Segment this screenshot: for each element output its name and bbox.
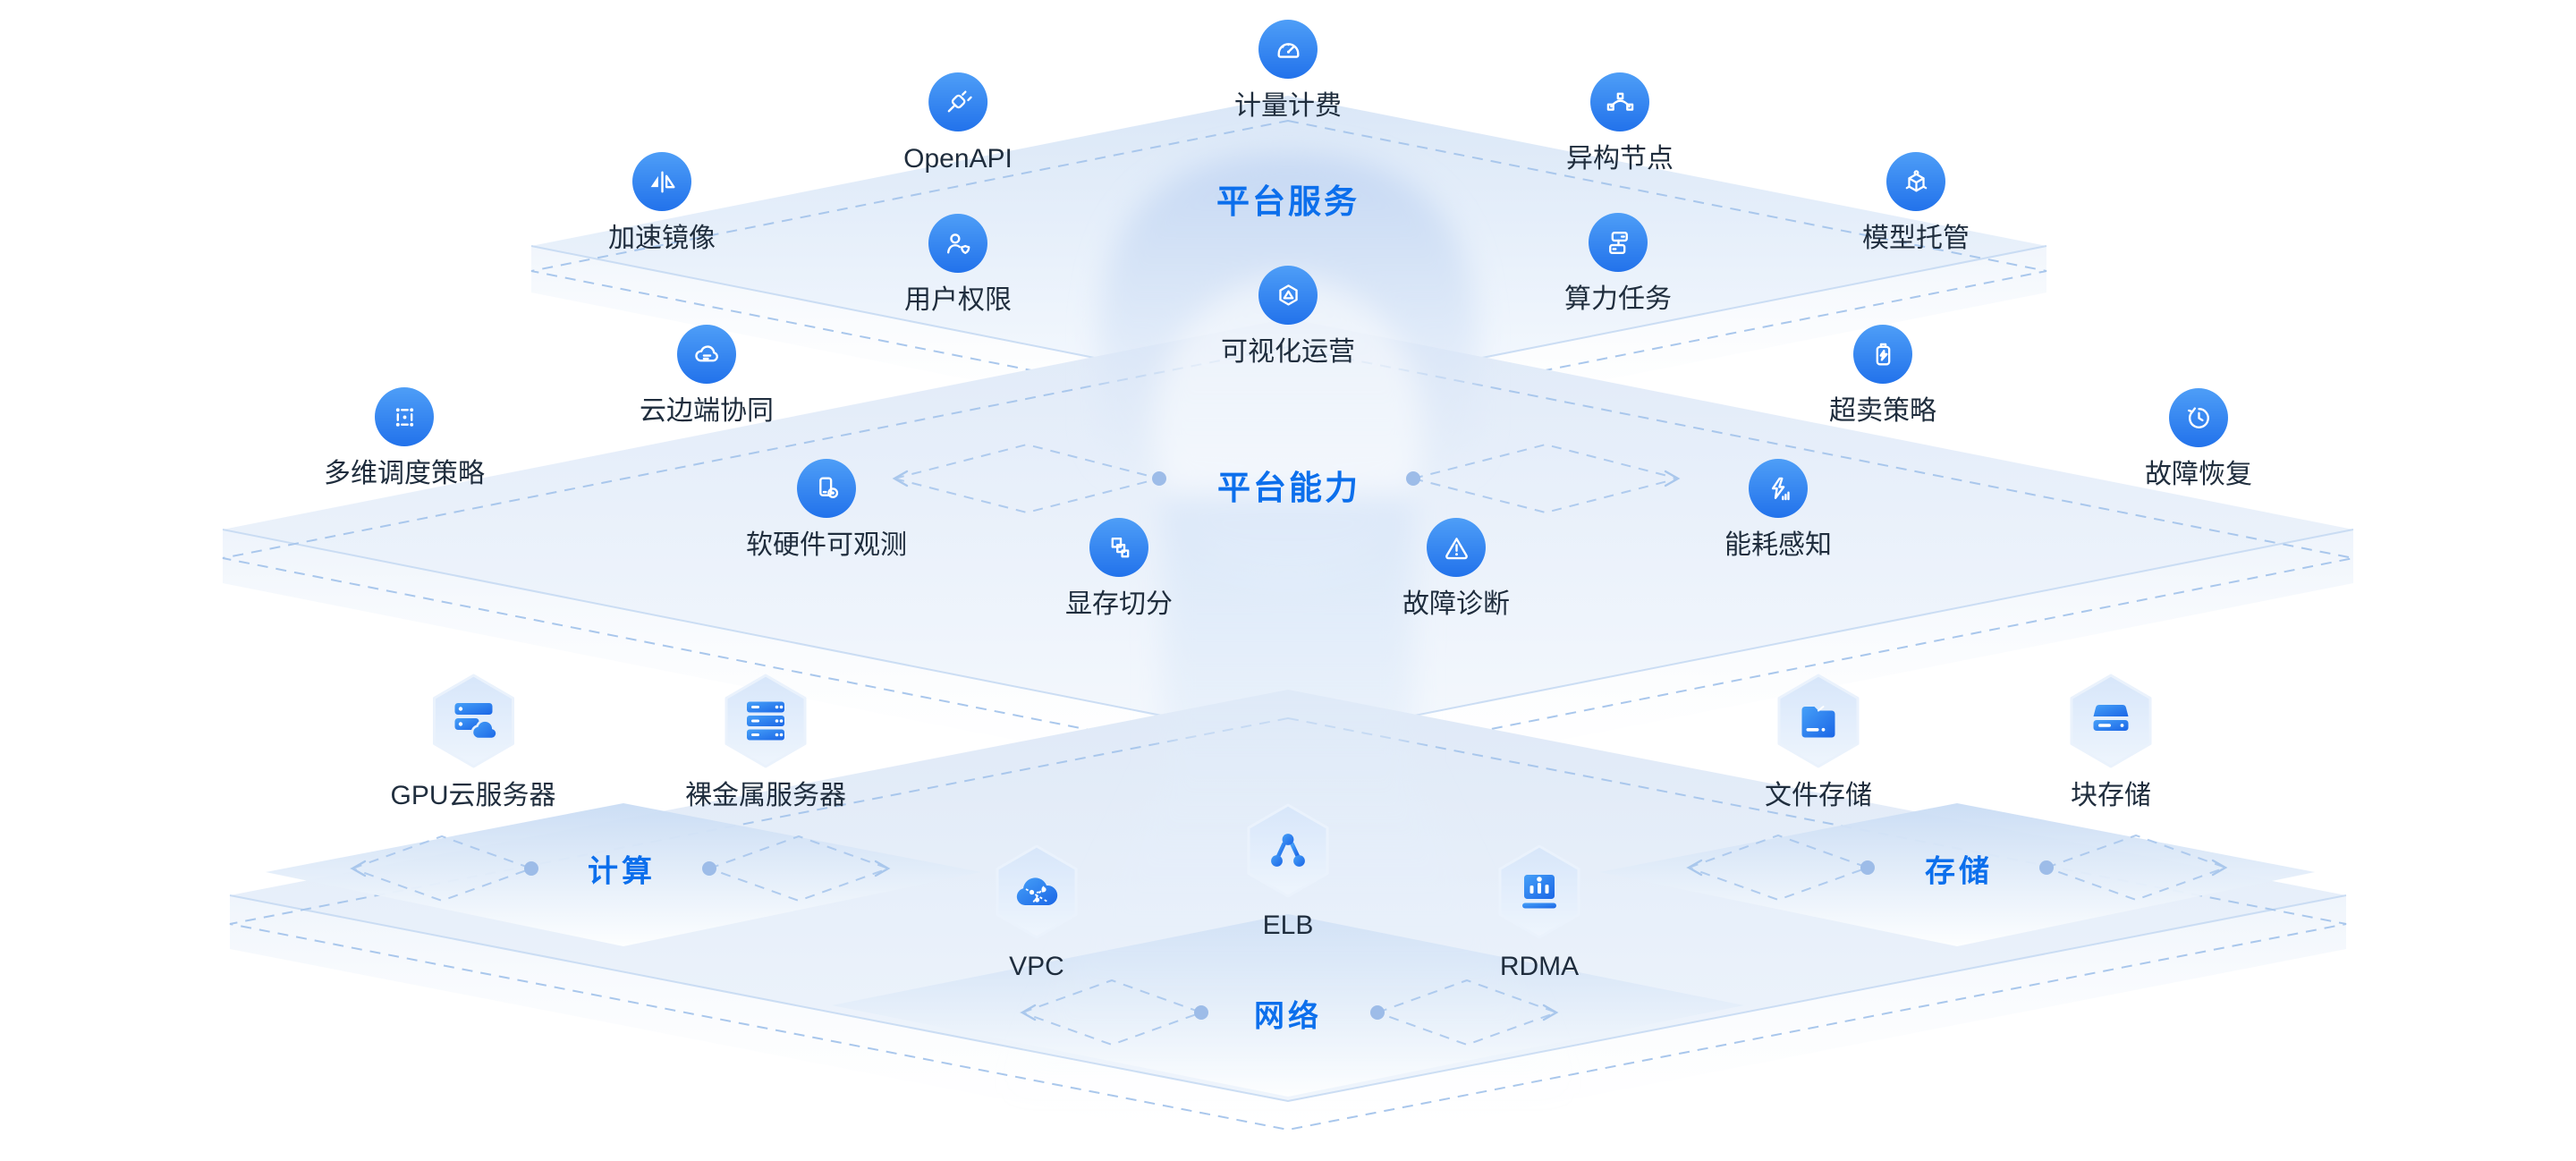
section-title-compute: 计算 [588,854,656,889]
node-fault-recovery: 故障恢复 [2145,388,2252,491]
layer-title-platform-capabilities: 平台能力 [1217,470,1360,506]
node-label: 文件存储 [1765,781,1872,810]
node-label: 能耗感知 [1724,530,1832,560]
block-storage-icon [2070,674,2152,768]
vpc-cloud-icon [996,844,1078,939]
node-vram-partitioning: 显存切分 [1065,518,1173,621]
node-openapi: OpenAPI [903,72,1013,175]
node-label: 软硬件可观测 [746,530,907,560]
section-title-network: 网络 [1254,999,1322,1034]
node-label: 用户权限 [904,285,1012,315]
node-fault-diagnosis: 故障诊断 [1402,518,1510,621]
energy-bolt-icon [1749,459,1808,518]
hexagon-visual-icon [1258,266,1318,325]
node-label: 计量计费 [1234,91,1342,121]
node-cloud-edge: 云边端协同 [640,325,774,428]
node-label: 显存切分 [1065,589,1173,619]
node-label: 异构节点 [1566,144,1674,174]
gauge-icon [1258,20,1318,79]
storage-plateau [1599,803,2315,946]
node-label: 可视化运营 [1221,337,1355,367]
mirror-flip-icon [632,152,691,211]
middle-plane-dashed [222,345,2354,771]
node-user-permission: 用户权限 [904,214,1012,317]
compute-plateau [266,803,981,946]
node-label: 故障诊断 [1402,589,1510,619]
history-restore-icon [2169,388,2228,447]
node-rdma: RDMA [1496,843,1582,983]
node-elb: ELB [1245,802,1331,942]
node-hetero-node: 异构节点 [1566,72,1674,175]
model-cube-icon [1886,152,1945,211]
node-gpu-cloud-server: GPU云服务器 [390,673,556,812]
node-compute-task: 算力任务 [1564,213,1672,316]
node-label: 故障恢复 [2145,460,2252,489]
plug-icon [928,72,987,131]
rdma-panel-icon [1498,844,1580,939]
node-label: 加速镜像 [608,224,716,253]
bezier-node-icon [1590,72,1649,131]
node-label: 多维调度策略 [324,459,485,488]
node-label: 超卖策略 [1829,396,1936,426]
node-energy-awareness: 能耗感知 [1724,459,1832,562]
node-label: 块存储 [2071,781,2151,810]
node-label: OpenAPI [903,144,1013,174]
grid-dots-icon [375,387,434,446]
vram-split-icon [1089,518,1148,577]
file-storage-icon [1777,674,1860,768]
layer-title-platform-services: 平台服务 [1216,183,1360,220]
compute-task-icon [1589,213,1648,272]
user-permission-icon [928,214,987,273]
node-observability: 软硬件可观测 [746,459,907,562]
decoration-dots [524,471,2054,1020]
elb-nodes-icon [1247,803,1329,898]
node-label: 云边端协同 [640,396,774,426]
node-vpc: VPC [994,843,1080,983]
node-label: 算力任务 [1564,284,1672,314]
node-model-hosting: 模型托管 [1862,152,1970,255]
battery-bolt-icon [1853,325,1912,384]
node-label: GPU云服务器 [390,781,556,810]
decoration-chevrons [350,470,2228,1021]
node-bare-metal-server: 裸金属服务器 [685,673,846,812]
node-file-storage: 文件存储 [1765,673,1872,812]
gpu-cloud-server-icon [432,674,514,768]
node-label: VPC [1009,952,1064,981]
node-metering-billing: 计量计费 [1234,20,1342,123]
node-visual-operations: 可视化运营 [1221,266,1355,369]
warning-triangle-icon [1427,518,1486,577]
node-label: 裸金属服务器 [685,781,846,810]
node-image-acceleration: 加速镜像 [608,152,716,255]
cloud-edge-icon [677,325,736,384]
bare-metal-server-icon [724,674,807,768]
node-label: ELB [1262,911,1314,940]
node-label: RDMA [1499,952,1580,981]
node-label: 模型托管 [1862,224,1970,253]
node-block-storage: 块存储 [2068,673,2154,812]
device-eye-icon [797,459,856,518]
node-oversell-strategy: 超卖策略 [1829,325,1936,428]
section-title-storage: 存储 [1925,854,1993,889]
node-multidim-scheduling: 多维调度策略 [324,387,485,490]
